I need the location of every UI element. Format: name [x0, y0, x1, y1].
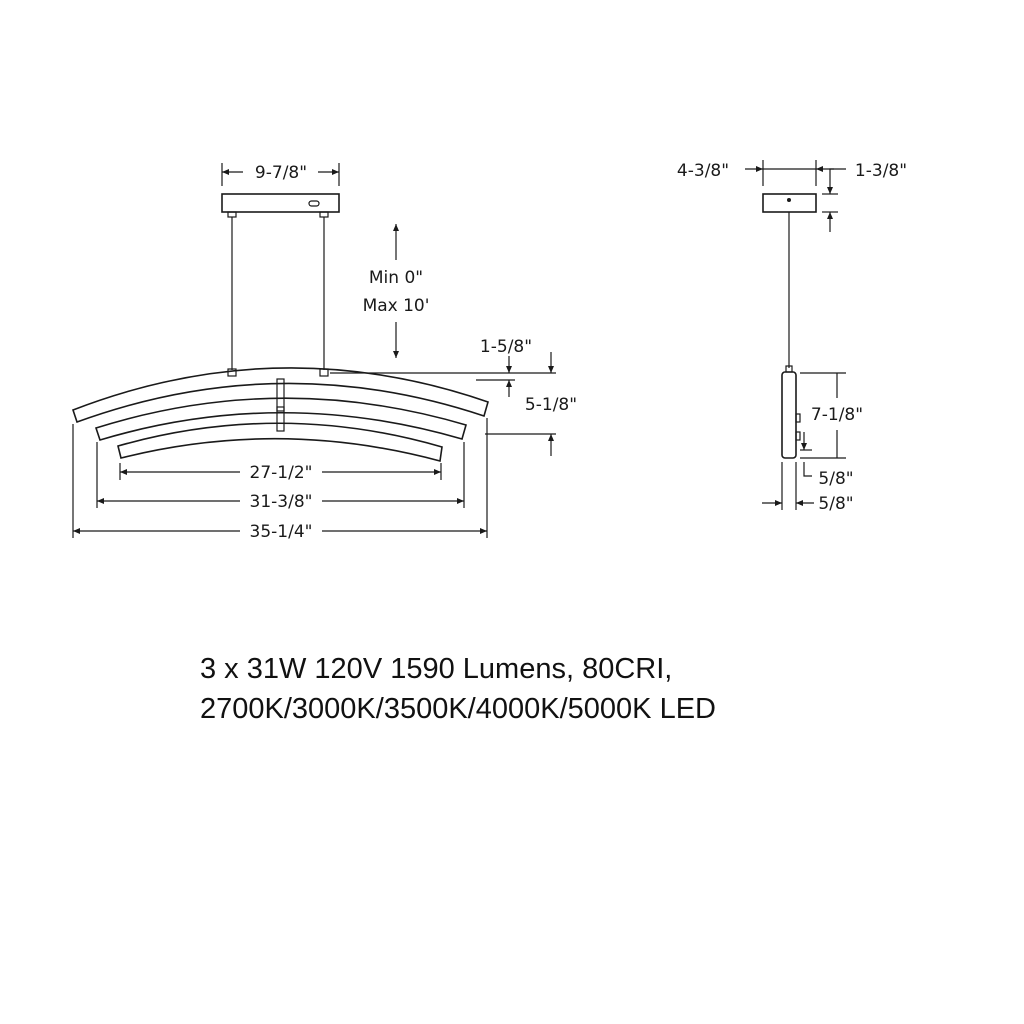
middle-arc-bar — [94, 397, 467, 441]
side-fixture-body — [781, 371, 797, 459]
inner-length-label: 27-1/2" — [250, 463, 313, 483]
side-canopy-height-label: 1-3/8" — [855, 161, 907, 181]
side-body-height-label: 7-1/8" — [811, 405, 863, 425]
front-canopy-width-label: 9-7/8" — [255, 163, 307, 183]
spec-line-2: 2700K/3000K/3500K/4000K/5000K LED — [200, 693, 716, 725]
front-canopy — [221, 193, 340, 213]
side-canopy-width-label: 4-3/8" — [677, 161, 729, 181]
side-body-width-label: 5/8" — [818, 494, 853, 514]
side-view: 4-3/8" 1-3/8" 7-1/8" 5/8" 5 — [677, 160, 907, 514]
outer-arc-bar — [71, 367, 489, 424]
outer-length-label: 35-1/4" — [250, 522, 313, 542]
inner-arc-bar — [117, 422, 443, 463]
drop-min-label: Min 0" — [369, 268, 423, 288]
arc-height-label: 5-1/8" — [525, 395, 577, 415]
side-bar-height-label: 5/8" — [818, 469, 853, 489]
middle-length-label: 31-3/8" — [250, 492, 313, 512]
side-canopy — [762, 193, 817, 213]
spec-line-1: 3 x 31W 120V 1590 Lumens, 80CRI, — [200, 653, 673, 685]
front-view: 9-7/8" Min 0" Max 10' 1-5/8" 5-1/ — [71, 163, 577, 542]
bar-thickness-label: 1-5/8" — [480, 337, 532, 357]
drop-max-label: Max 10' — [363, 296, 430, 316]
